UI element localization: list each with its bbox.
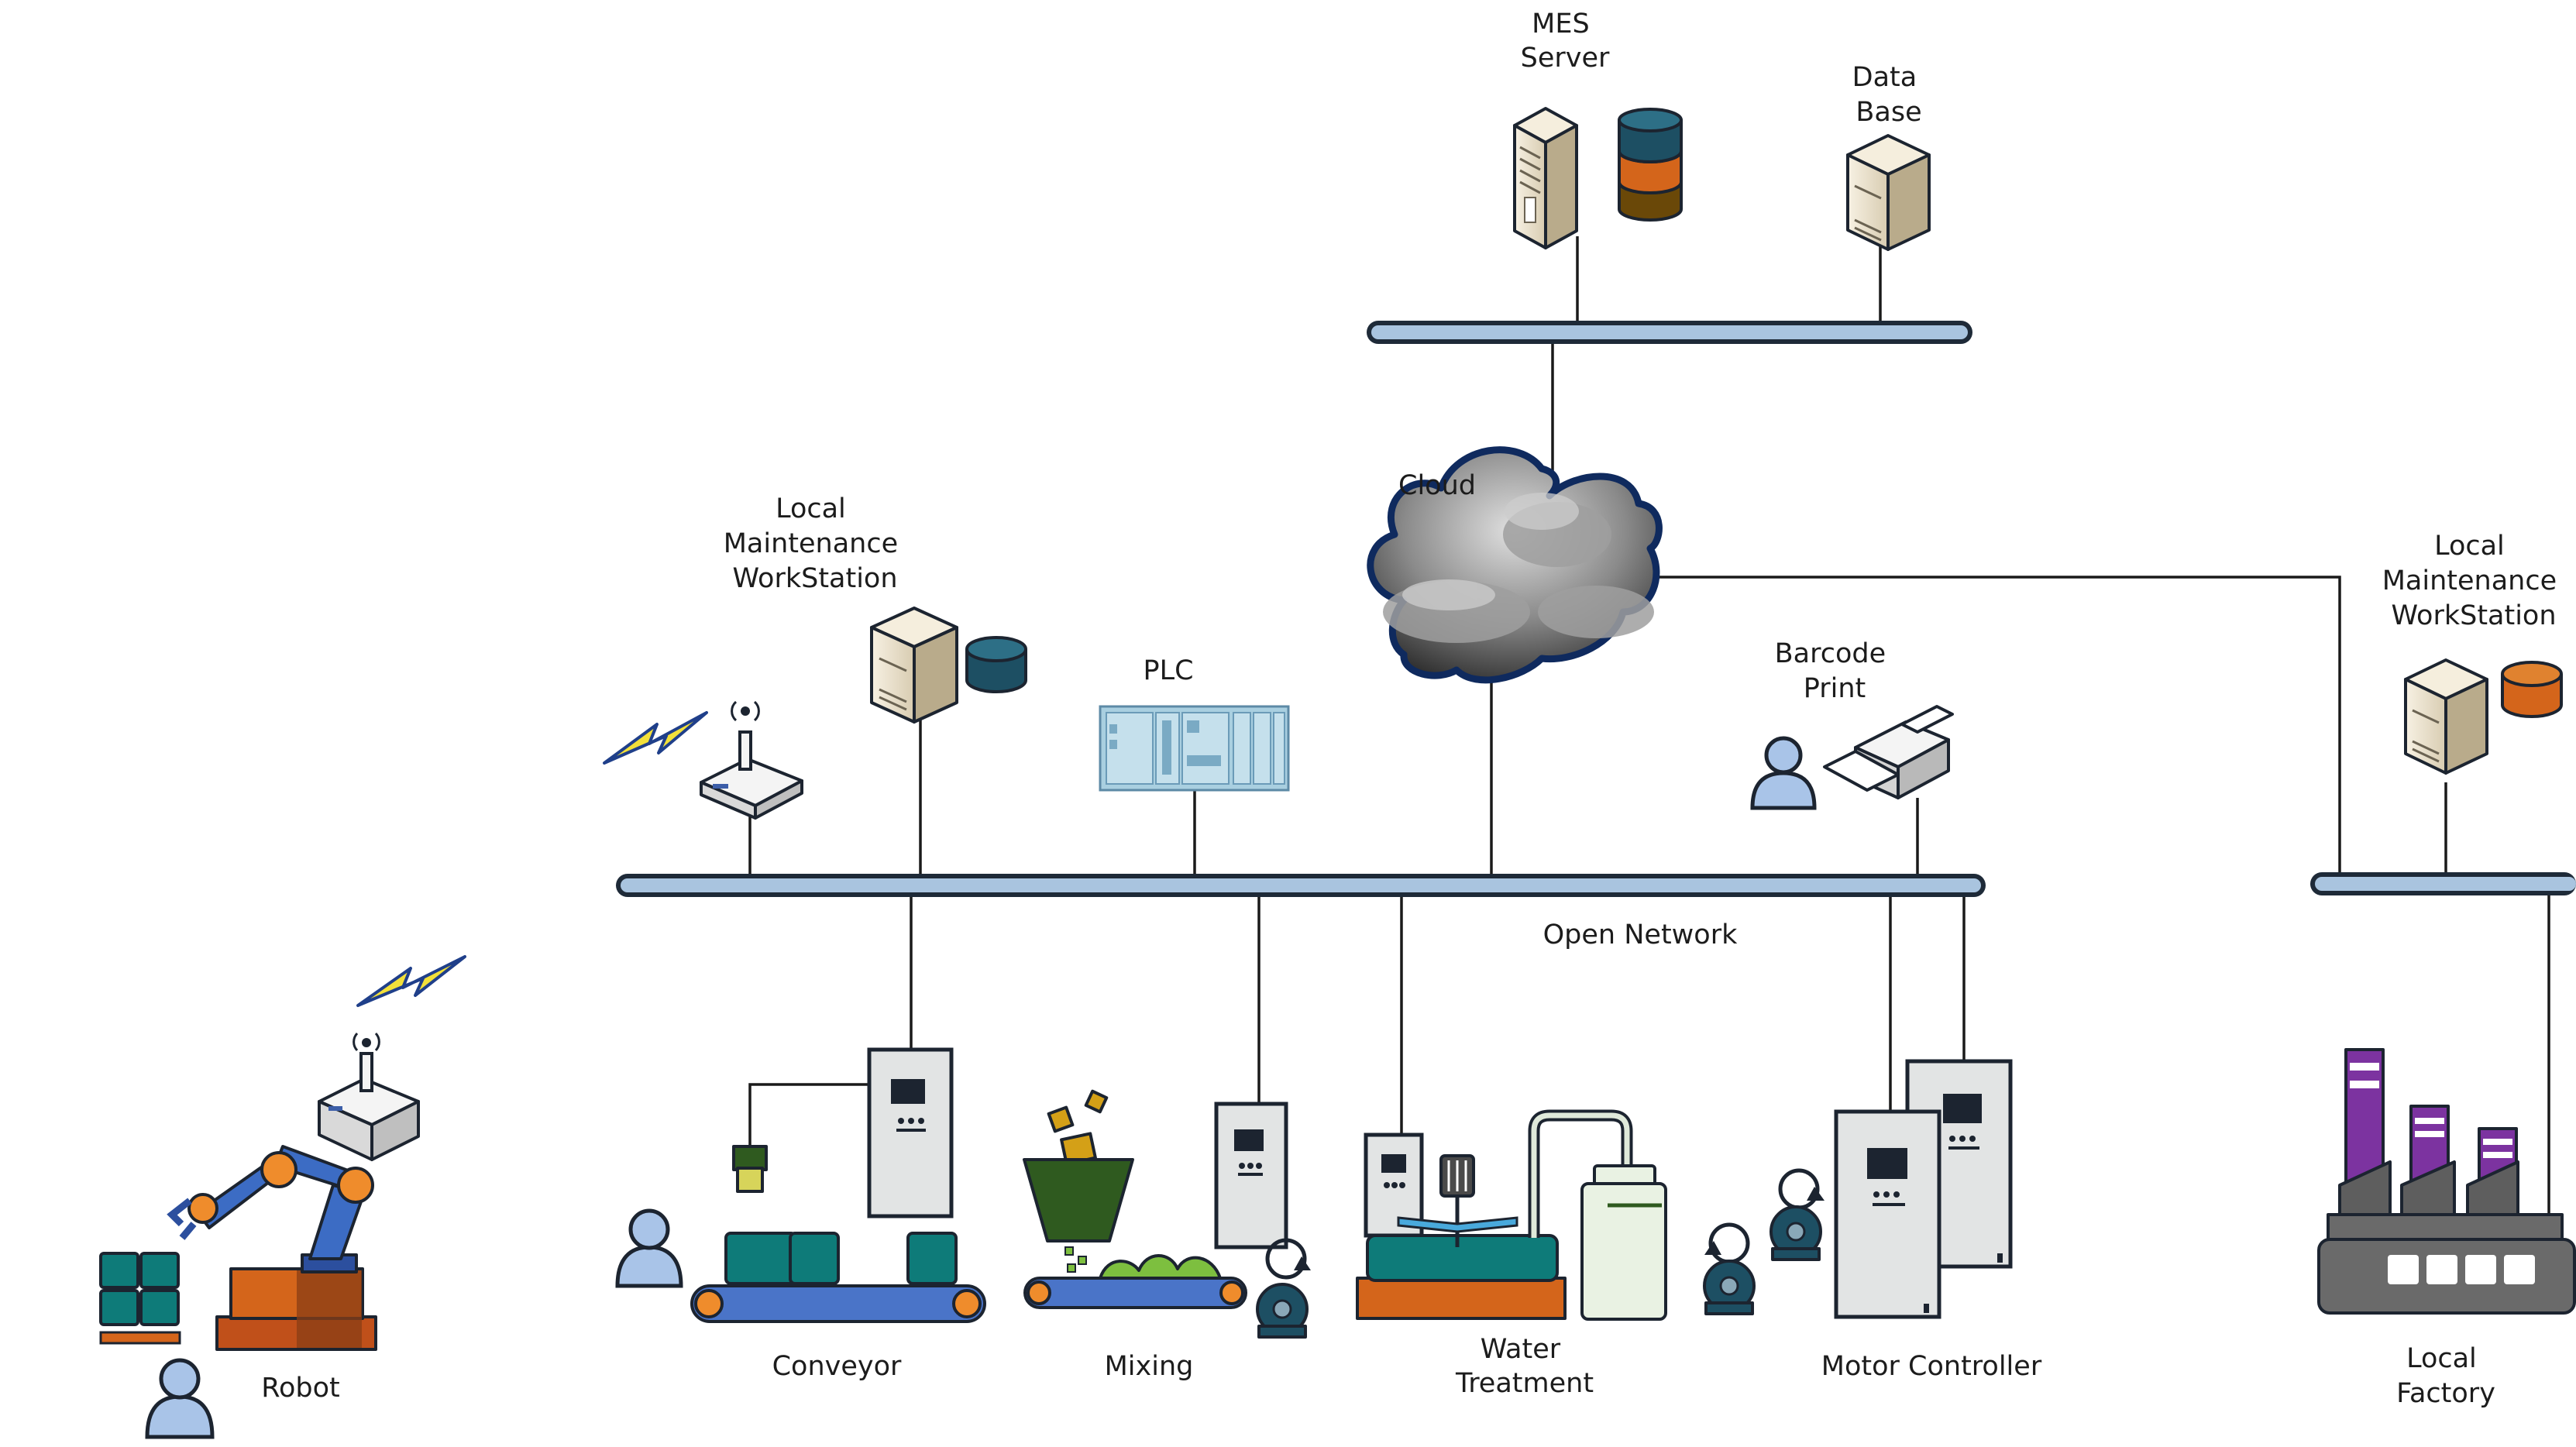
cloud-icon (1367, 446, 1663, 684)
plc-label: PLC (1143, 655, 1193, 686)
robot-label: Robot (261, 1373, 340, 1404)
database-server-icon (1846, 134, 1931, 251)
cloud-label: Cloud (1398, 470, 1476, 501)
robot-router-icon (318, 1032, 420, 1161)
pallet-boxes-icon (99, 1252, 181, 1345)
motor-lower-icon (1703, 1222, 1756, 1315)
factory-icon (2317, 1048, 2576, 1315)
mixing-belt-icon (1023, 1254, 1247, 1309)
lightning-robot-icon (356, 955, 466, 1007)
workstation-left-icon (870, 607, 958, 724)
plc-icon (1099, 705, 1290, 792)
storage-disk-icon (965, 636, 1027, 693)
database-label: Data Base (1852, 62, 1926, 128)
mes-bus (1367, 321, 1972, 344)
robot-operator-person-icon (145, 1358, 215, 1439)
conveyor-operator-person-icon (615, 1208, 683, 1288)
mes-server-label: MES Server (1521, 9, 1610, 74)
mixing-controller-icon (1214, 1102, 1288, 1249)
person-icon (1750, 736, 1817, 810)
open-network-label: Open Network (1543, 919, 1738, 950)
lightning-icon (603, 711, 708, 765)
workstation-left-label: Local Maintenance WorkStation (724, 493, 907, 594)
mixing-motor-icon (1256, 1238, 1311, 1339)
hopper-icon (1023, 1089, 1134, 1273)
mes-server-icon (1513, 107, 1578, 249)
printer-icon (1823, 705, 1954, 799)
conveyor-controller-icon (867, 1047, 954, 1218)
motor-controller-label: Motor Controller (1821, 1351, 2042, 1382)
local-factory-bus (2310, 872, 2576, 895)
wireless-router-icon (700, 700, 803, 820)
motor-upper-icon (1769, 1168, 1825, 1261)
open-network-bus (616, 874, 1986, 897)
workstation-right-icon (2404, 658, 2488, 775)
workstation-right-label: Local Maintenance WorkStation (2382, 531, 2566, 631)
water-pipe-icon (1528, 1109, 1633, 1238)
conveyor-label: Conveyor (772, 1351, 902, 1382)
conveyor-belt-icon (690, 1232, 986, 1323)
water-tank-icon (1356, 1154, 1567, 1320)
connection-lines (748, 217, 2550, 1220)
barcode-print-label: Barcode Print (1775, 638, 1895, 704)
water-treatment-label: Water Treatment (1455, 1334, 1594, 1399)
motor-controller-front-icon (1834, 1109, 1941, 1319)
database-stack-icon (1618, 108, 1683, 222)
storage-disk-orange-icon (2501, 661, 2563, 718)
chemical-tank-icon (1580, 1164, 1667, 1321)
local-factory-label: Local Factory (2396, 1343, 2495, 1409)
mixing-label: Mixing (1105, 1351, 1194, 1382)
robot-arm-icon (167, 1145, 377, 1351)
sensor-icon (732, 1145, 768, 1193)
